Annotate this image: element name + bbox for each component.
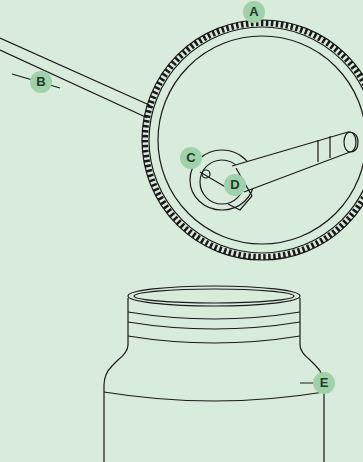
cap-knurl [145, 23, 363, 257]
callout-letter: D [224, 174, 246, 196]
callout-letter: C [180, 147, 202, 169]
callout-circle [30, 71, 52, 93]
callout-circle [224, 174, 246, 196]
cap-rim [149, 27, 363, 253]
bottle-outline [104, 298, 128, 462]
cap-inner [158, 36, 363, 244]
callout-letter: A [243, 1, 265, 23]
pickup-tube-end [344, 132, 356, 152]
bottle-thread [128, 336, 300, 343]
callout-letter: E [313, 372, 335, 394]
bottle-shoulder [104, 392, 324, 401]
callout-circle [313, 372, 335, 394]
callout-circle [180, 147, 202, 169]
tube-line [0, 50, 152, 120]
callout-circle [243, 1, 265, 23]
bottle-thread [128, 312, 300, 319]
bottle-thread [128, 322, 300, 329]
cap-rim [142, 20, 363, 260]
bottle-mouth [134, 289, 294, 303]
tube-clip [318, 136, 330, 162]
tube-line [0, 38, 156, 108]
pickup-tube [232, 132, 358, 192]
bottle-mouth [128, 286, 300, 306]
callout-letter: B [30, 71, 52, 93]
